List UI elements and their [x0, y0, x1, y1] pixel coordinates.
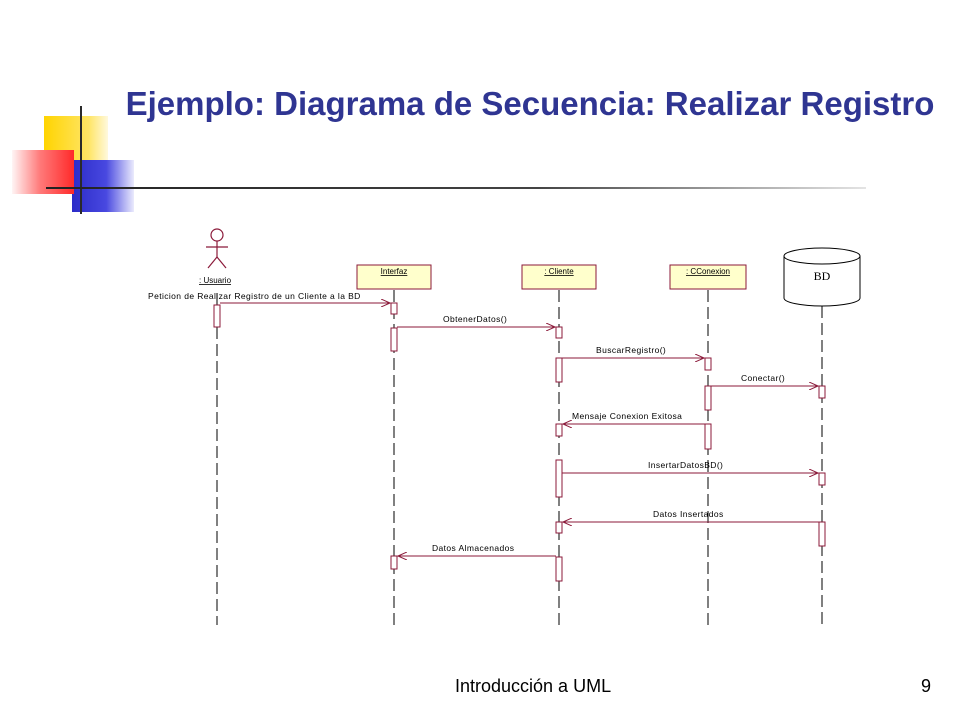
message-label-insertar-datos: InsertarDatosBD(): [648, 460, 723, 470]
activation-bar: [818, 521, 826, 547]
message-label-buscar-registro: BuscarRegistro(): [596, 345, 666, 355]
slide-title: Ejemplo: Diagrama de Secuencia: Realizar…: [125, 85, 935, 122]
activation-bar: [555, 521, 563, 534]
object-label-cliente: : Cliente: [544, 267, 574, 276]
object-box-cconexion: [669, 264, 747, 290]
decor-red-square: [12, 150, 74, 194]
activation-bar: [213, 304, 221, 328]
object-label-interfaz: Interfaz: [381, 267, 408, 276]
actor-label: : Usuario: [199, 276, 232, 285]
activation-bar: [555, 423, 563, 437]
message-label-peticion: Peticion de Realizar Registro de un Clie…: [148, 291, 361, 301]
footer-text: Introducción a UML: [455, 676, 612, 696]
activation-bar: [704, 385, 712, 411]
activation-bar: [555, 357, 563, 383]
message-label-obtener-datos: ObtenerDatos(): [443, 314, 507, 324]
title-underline: [46, 187, 866, 189]
decor-blue-square: [72, 160, 134, 212]
database-label: BD: [814, 269, 831, 283]
message-label-datos-almacenados: Datos Almacenados: [432, 543, 514, 553]
page-number: 9: [921, 676, 932, 696]
decor-vertical-line: [80, 106, 82, 214]
message-label-conexion-exitosa: Mensaje Conexion Exitosa: [572, 411, 682, 421]
activation-bar: [555, 459, 563, 498]
activation-bar: [818, 385, 826, 399]
message-label-conectar: Conectar(): [741, 373, 785, 383]
object-box-cliente: [521, 264, 597, 290]
activation-bar: [390, 302, 398, 315]
activation-bar: [704, 423, 712, 450]
message-label-datos-insertados: Datos Insertados: [653, 509, 724, 519]
object-box-interfaz: [356, 264, 432, 290]
activation-bar: [555, 556, 563, 582]
object-label-cconexion: : CConexion: [686, 267, 730, 276]
actor-icon: [206, 228, 228, 269]
activation-bar: [390, 327, 398, 352]
activation-bar: [390, 555, 398, 570]
activation-bar: [555, 326, 563, 339]
database-icon: [783, 247, 861, 307]
activation-bar: [818, 472, 826, 486]
activation-bar: [704, 357, 712, 371]
